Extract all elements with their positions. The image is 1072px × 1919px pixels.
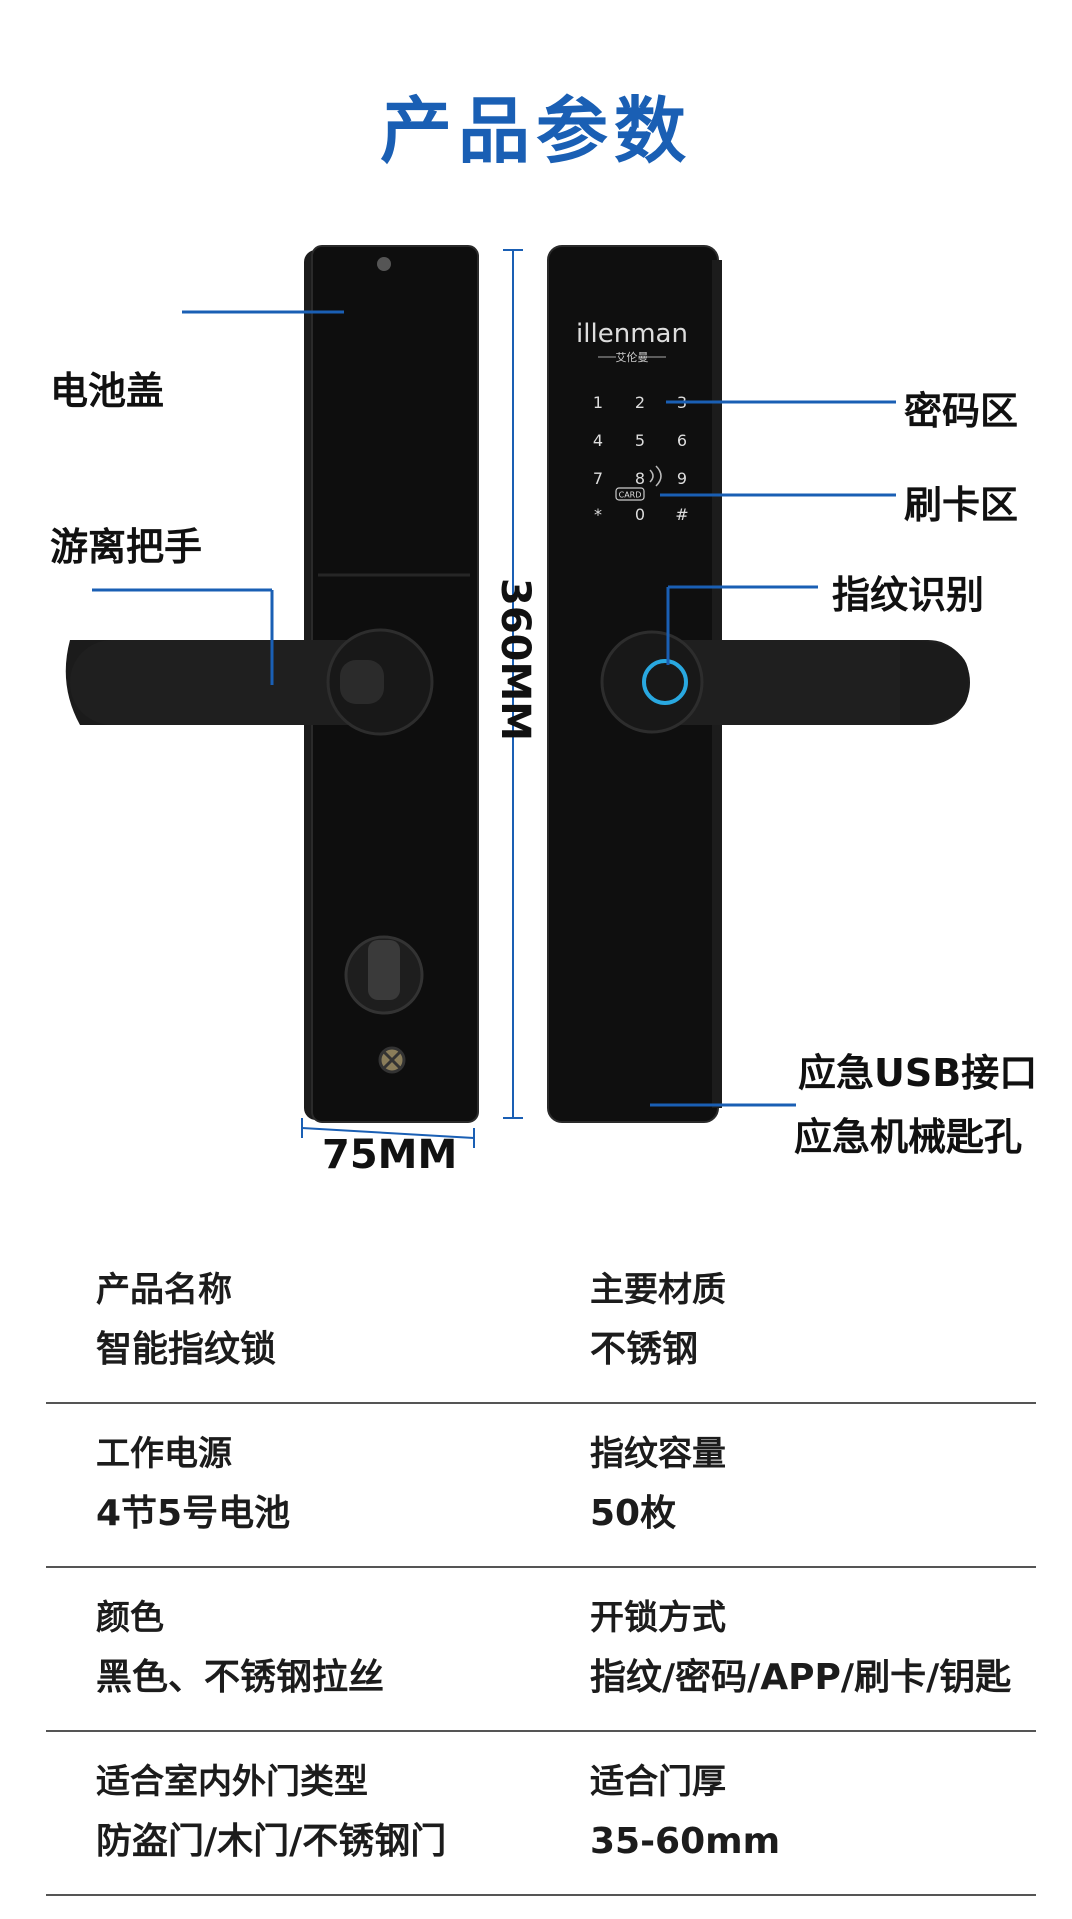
spec-label: 适合门厚 xyxy=(590,1762,726,1802)
keypad-key: 0 xyxy=(635,505,645,524)
spec-cell: 开锁方式 指纹/密码/APP/刷卡/钥匙 xyxy=(590,1588,1030,1708)
keypad-key: 2 xyxy=(635,393,645,412)
spec-row: 工作电源 4节5号电池 指纹容量 50枚 xyxy=(46,1404,1036,1568)
spec-value: 指纹/密码/APP/刷卡/钥匙 xyxy=(590,1657,1012,1698)
spec-value: 50枚 xyxy=(590,1493,677,1534)
spec-label: 工作电源 xyxy=(96,1434,232,1474)
spec-value: 35-60mm xyxy=(590,1821,781,1862)
keypad-key: 1 xyxy=(593,393,603,412)
spec-label: 产品名称 xyxy=(96,1270,232,1310)
spec-row: 产品名称 智能指纹锁 主要材质 不锈钢 xyxy=(46,1240,1036,1404)
keypad-key: 4 xyxy=(593,431,603,450)
spec-row: 颜色 黑色、不锈钢拉丝 开锁方式 指纹/密码/APP/刷卡/钥匙 xyxy=(46,1568,1036,1732)
spec-value: 智能指纹锁 xyxy=(96,1329,277,1370)
keypad-key: 6 xyxy=(677,431,687,450)
callout-handle: 游离把手 xyxy=(50,525,203,569)
callout-battery-cover: 电池盖 xyxy=(50,369,165,413)
outer-handle xyxy=(600,630,970,734)
spec-label: 颜色 xyxy=(96,1598,164,1638)
top-screw-icon xyxy=(377,257,391,271)
nfc-icon xyxy=(649,465,662,487)
callout-usb: 应急USB接口 xyxy=(798,1051,1038,1095)
keypad-key: 9 xyxy=(677,469,687,488)
brand-sub: 艾伦曼 xyxy=(616,350,649,364)
spec-cell: 工作电源 4节5号电池 xyxy=(96,1424,536,1544)
callout-fingerprint: 指纹识别 xyxy=(832,573,985,617)
spec-label: 指纹容量 xyxy=(590,1434,726,1474)
callout-password-area: 密码区 xyxy=(904,389,1019,433)
spec-row: 适合室内外门类型 防盗门/木门/不锈钢门 适合门厚 35-60mm xyxy=(46,1732,1036,1896)
spec-value: 不锈钢 xyxy=(590,1329,699,1370)
inner-handle xyxy=(65,628,434,736)
spec-table: 产品名称 智能指纹锁 主要材质 不锈钢 工作电源 4节5号电池 指纹容量 50枚… xyxy=(46,1240,1036,1896)
spec-label: 适合室内外门类型 xyxy=(96,1762,368,1802)
spec-cell: 主要材质 不锈钢 xyxy=(590,1260,1030,1380)
fingerprint-sensor-icon xyxy=(642,659,688,705)
page-title: 产品参数 xyxy=(379,89,692,173)
spec-cell: 产品名称 智能指纹锁 xyxy=(96,1260,536,1380)
dimension-lines xyxy=(301,249,523,1148)
spec-label: 开锁方式 xyxy=(590,1598,726,1638)
keypad-key: 5 xyxy=(635,431,645,450)
spec-value: 黑色、不锈钢拉丝 xyxy=(96,1657,385,1698)
callout-keyhole: 应急机械匙孔 xyxy=(794,1115,1023,1159)
spec-value: 防盗门/木门/不锈钢门 xyxy=(96,1821,447,1862)
spec-cell: 颜色 黑色、不锈钢拉丝 xyxy=(96,1588,536,1708)
keypad-key: 7 xyxy=(593,469,603,488)
callout-lines xyxy=(92,310,896,1107)
spec-cell: 适合室内外门类型 防盗门/木门/不锈钢门 xyxy=(96,1752,536,1872)
spec-cell: 指纹容量 50枚 xyxy=(590,1424,1030,1544)
callout-card-area: 刷卡区 xyxy=(904,483,1019,527)
spec-cell: 适合门厚 35-60mm xyxy=(590,1752,1030,1872)
dimension-height: 360MM xyxy=(492,578,538,742)
keypad-key: # xyxy=(675,505,688,524)
spec-label: 主要材质 xyxy=(590,1270,726,1310)
keypad-key: 8 xyxy=(635,469,645,488)
brand-logo: illenman xyxy=(576,319,688,349)
dimension-width: 75MM xyxy=(322,1132,458,1178)
spec-value: 4节5号电池 xyxy=(96,1493,291,1534)
card-label: CARD xyxy=(619,491,642,500)
keypad-key: * xyxy=(594,505,602,524)
